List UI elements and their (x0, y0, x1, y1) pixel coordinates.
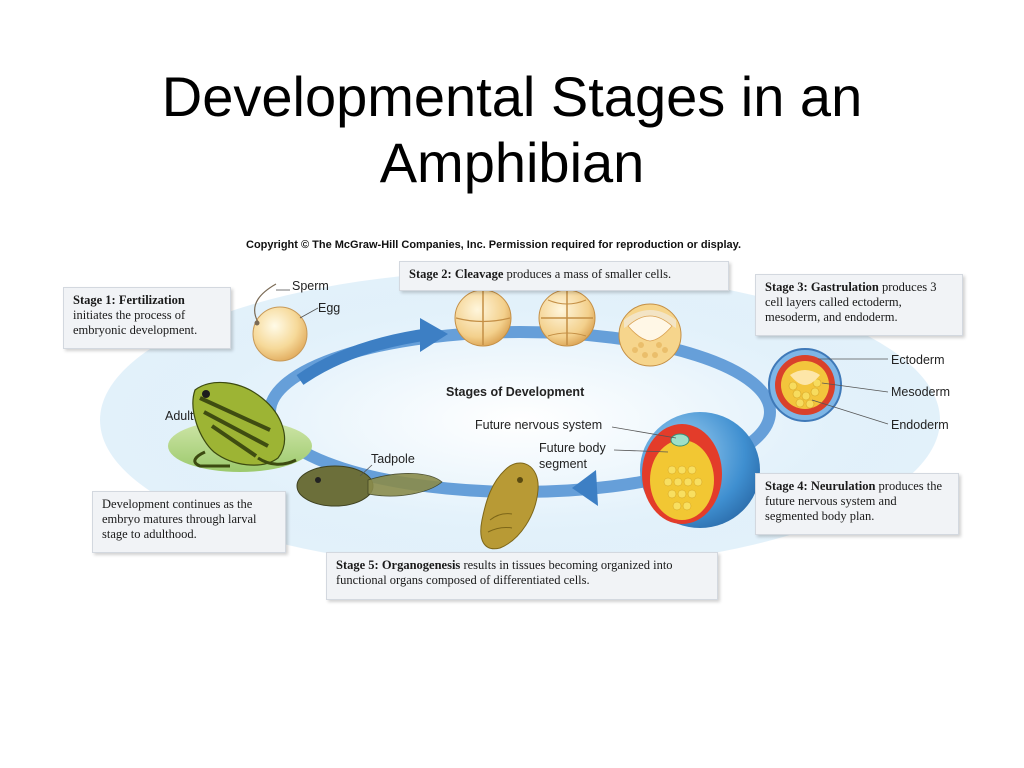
stage1-callout: Stage 1: Fertilization initiates the pro… (63, 287, 231, 349)
adult-frog-illustration (168, 381, 312, 472)
cycle-arrow-top (296, 328, 431, 385)
label-future-nervous-system: Future nervous system (475, 418, 603, 432)
label-endoderm: Endoderm (891, 418, 949, 432)
neurula-illustration (611, 412, 760, 528)
stage2-callout: Stage 2: Cleavage produces a mass of sma… (399, 261, 729, 291)
stage3-name: Stage 3: Gastrulation (765, 280, 879, 294)
cycle-arrowhead-bottom (572, 470, 598, 506)
copyright-notice: Copyright © The McGraw-Hill Companies, I… (246, 239, 742, 251)
cleavage-8cell-illustration (538, 289, 596, 347)
stage3-callout: Stage 3: Gastrulation produces 3 cell la… (755, 274, 963, 336)
blastula-illustration (618, 303, 682, 367)
stage4-name: Stage 4: Neurulation (765, 479, 876, 493)
stage4-text: produces the future nervous system and s… (765, 479, 943, 523)
label-egg: Egg (318, 301, 341, 315)
label-mesoderm: Mesoderm (891, 385, 951, 399)
stage5-callout: Stage 5: Organogenesis results in tissue… (326, 552, 718, 600)
continuation-callout: Development continues as the embryo matu… (92, 491, 286, 553)
cycle-arrowhead-top (420, 318, 448, 352)
stage1-name: Stage 1: Fertilization (73, 293, 185, 307)
continuation-text: Development continues as the embryo matu… (102, 497, 257, 541)
title-line-1: Developmental Stages in an (161, 65, 863, 128)
stage5-name: Stage 5: Organogenesis (336, 558, 461, 572)
label-future-body-segment-1: Future body (539, 441, 606, 455)
stage2-text: produces a mass of smaller cells. (506, 267, 672, 281)
stage4-callout: Stage 4: Neurulation produces the future… (755, 473, 959, 535)
cleavage-2cell-illustration (454, 289, 512, 347)
stage3-text: produces 3 cell layers called ectoderm, … (765, 280, 937, 324)
title-line-2: Amphibian (379, 131, 645, 194)
organogenesis-embryo-illustration (480, 462, 539, 550)
label-adult: Adult (165, 409, 194, 423)
stage1-text: initiates the process of embryonic devel… (73, 308, 198, 337)
stage5-text: results in tissues becoming organized in… (336, 558, 673, 587)
tadpole-illustration (296, 464, 443, 507)
gastrula-illustration (768, 348, 889, 425)
slide-title: Developmental Stages in an Amphibian (0, 64, 1024, 196)
label-future-body-segment-2: segment (539, 457, 587, 471)
fertilized-egg-illustration (252, 283, 319, 362)
label-stages-of-development: Stages of Development (446, 385, 585, 399)
stage2-name: Stage 2: Cleavage (409, 267, 504, 281)
label-tadpole: Tadpole (371, 452, 415, 466)
label-ectoderm: Ectoderm (891, 353, 945, 367)
label-sperm: Sperm (292, 279, 329, 293)
